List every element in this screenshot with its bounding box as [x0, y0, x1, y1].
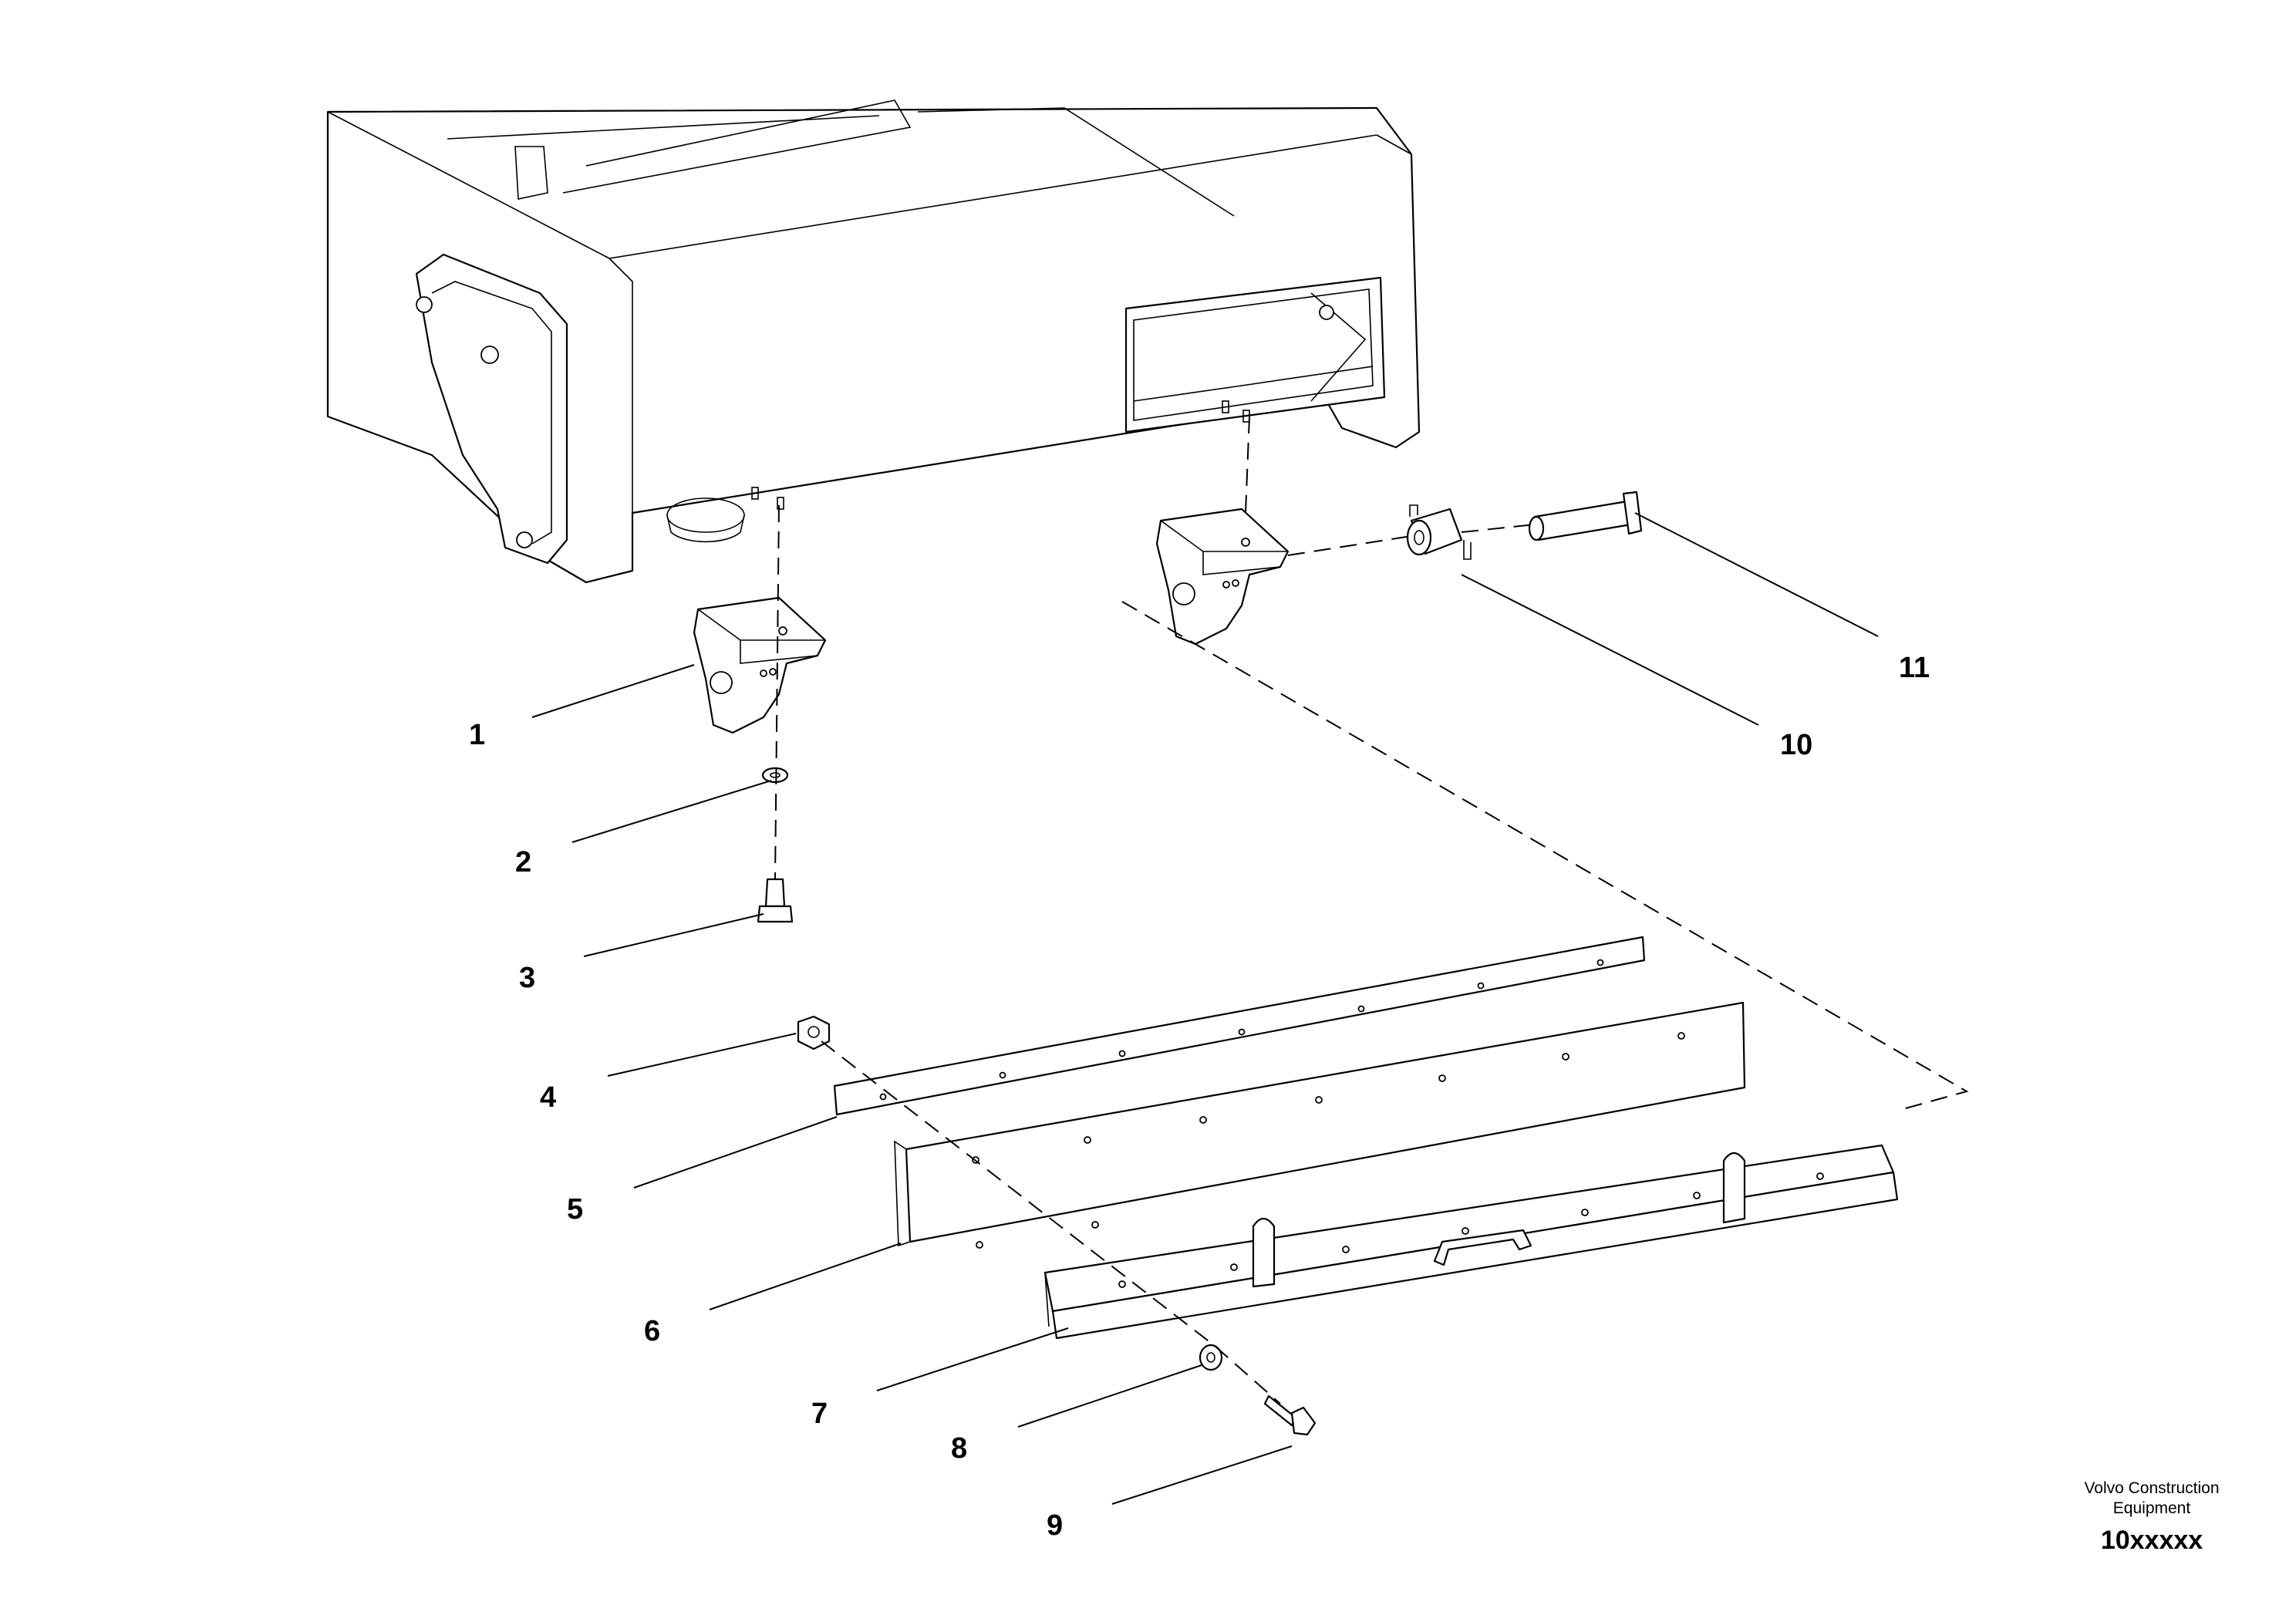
strip	[833, 936, 1646, 1116]
callout-7: 7	[811, 1398, 828, 1430]
callout-11: 11	[1899, 652, 1930, 684]
callout-labels: 1 2 3 4 5 6 7 8 9 10 11	[469, 652, 1930, 1542]
callout-3: 3	[519, 962, 535, 994]
bracket-left	[693, 596, 827, 734]
callout-1: 1	[469, 719, 485, 751]
callout-6: 6	[644, 1315, 660, 1347]
title-block: Volvo Construction Equipment 10xxxxx	[2084, 1479, 2219, 1555]
pin	[1528, 491, 1643, 541]
bushing	[1406, 504, 1472, 560]
angle-bar	[1043, 1144, 1899, 1340]
assembly-axes	[774, 416, 1969, 1404]
callout-5: 5	[567, 1193, 583, 1226]
nut	[797, 1015, 831, 1050]
plate	[894, 1001, 1746, 1249]
washer-lower	[1199, 1344, 1223, 1371]
brand-name-line2: Equipment	[2113, 1499, 2191, 1517]
bracket-right	[1155, 508, 1290, 646]
drawing-code: 10xxxxx	[2101, 1526, 2203, 1555]
leader-lines	[531, 512, 1879, 1505]
callout-2: 2	[515, 846, 531, 878]
callout-9: 9	[1047, 1509, 1063, 1542]
brand-name-line1: Volvo Construction	[2084, 1479, 2219, 1497]
callout-10: 10	[1780, 729, 1812, 761]
washer-upper	[761, 767, 789, 784]
bolt-lower	[1263, 1394, 1317, 1436]
callout-8: 8	[951, 1432, 967, 1465]
counterweight-body	[326, 99, 1421, 584]
bolt-upper	[757, 878, 794, 923]
callout-4: 4	[540, 1081, 556, 1114]
